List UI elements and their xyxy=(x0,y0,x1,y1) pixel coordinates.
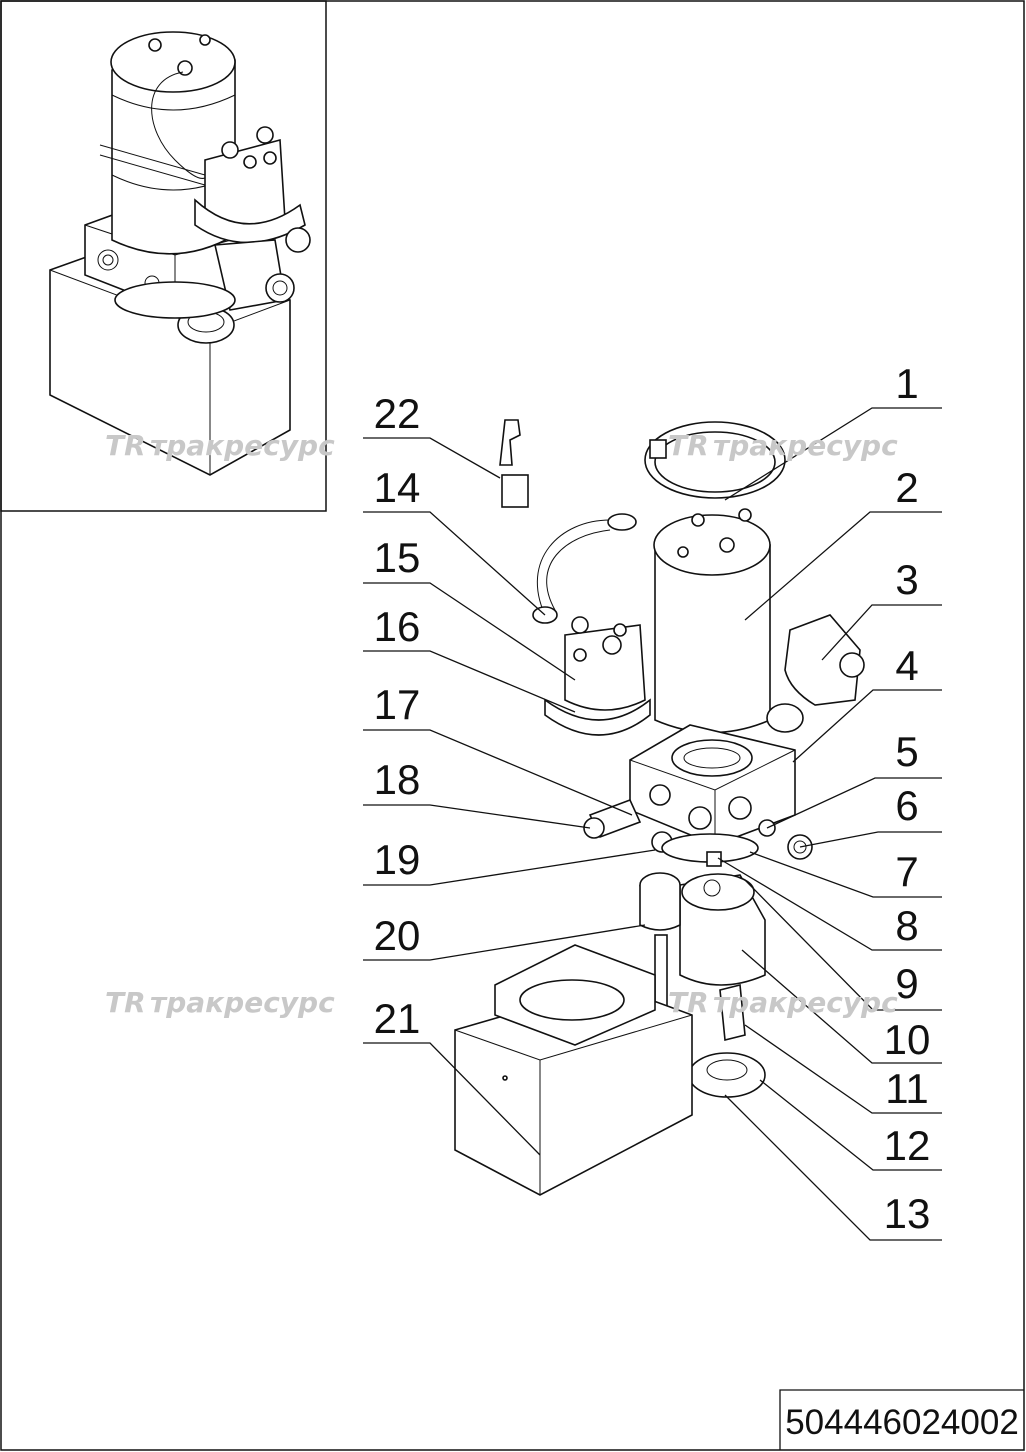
callout-11: 11 xyxy=(885,1065,929,1112)
watermark-logo-mark: TR xyxy=(668,429,709,462)
callout-18: 18 xyxy=(374,756,421,803)
callout-17: 17 xyxy=(374,681,421,728)
callout-2: 2 xyxy=(895,464,918,511)
callout-5: 5 xyxy=(895,728,918,775)
watermark-logo-mark: TR xyxy=(105,986,146,1019)
callout-4: 4 xyxy=(895,642,918,689)
callout-14: 14 xyxy=(374,464,421,511)
watermark-logo-mark: TR xyxy=(668,986,709,1019)
watermark-4: TR тракресурс xyxy=(668,986,898,1019)
callout-labels: 1 2 3 4 5 6 7 8 9 10 11 12 13 14 15 16 1… xyxy=(374,360,931,1237)
callout-3: 3 xyxy=(895,556,918,603)
callout-20: 20 xyxy=(374,912,421,959)
exploded-parts xyxy=(454,419,865,1196)
callout-9: 9 xyxy=(895,960,918,1007)
callout-10: 10 xyxy=(884,1016,931,1063)
callout-21: 21 xyxy=(374,995,421,1042)
callout-22: 22 xyxy=(374,390,421,437)
callout-16: 16 xyxy=(374,603,421,650)
inset-view-border xyxy=(0,0,327,512)
watermark-text: тракресурс xyxy=(150,429,335,462)
watermark-text: тракресурс xyxy=(150,986,335,1019)
callout-6: 6 xyxy=(895,782,918,829)
watermark-logo-mark: TR xyxy=(105,429,146,462)
watermark-2: TR тракресурс xyxy=(668,429,898,462)
callout-13: 13 xyxy=(884,1190,931,1237)
part-number: 504446024002 xyxy=(785,1403,1019,1442)
callout-12: 12 xyxy=(884,1122,931,1169)
callout-8: 8 xyxy=(895,902,918,949)
callout-19: 19 xyxy=(374,836,421,883)
watermark-text: тракресурс xyxy=(713,429,898,462)
watermark-text: тракресурс xyxy=(713,986,898,1019)
callout-1: 1 xyxy=(895,360,918,407)
inset-assembly-drawing xyxy=(49,31,311,476)
callout-15: 15 xyxy=(374,534,421,581)
callout-7: 7 xyxy=(895,848,918,895)
watermark-1: TR тракресурс xyxy=(105,429,335,462)
title-box xyxy=(779,1389,1024,1450)
watermark-3: TR тракресурс xyxy=(105,986,335,1019)
watermarks: TR тракресурс TR тракресурс TR тракресур… xyxy=(105,429,898,1019)
leader-lines xyxy=(363,407,942,1241)
